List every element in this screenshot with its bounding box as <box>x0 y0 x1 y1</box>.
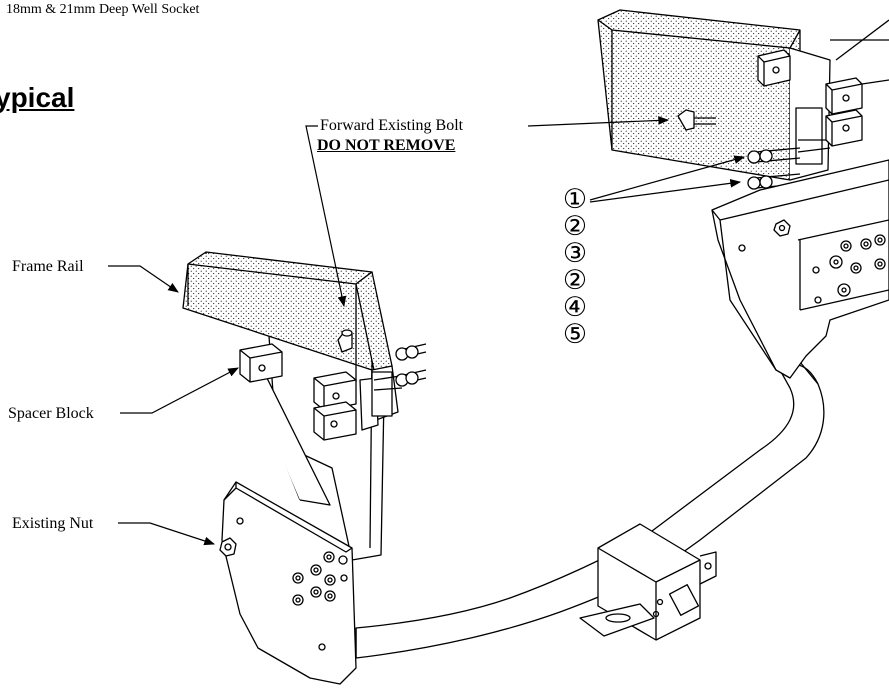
callout-4: ④ <box>562 292 588 323</box>
hitch-cross-tube <box>355 361 825 659</box>
label-forward-existing-bolt: Forward Existing Bolt <box>320 117 464 134</box>
callout-list: ① ② ③ ② ④ ⑤ <box>557 186 593 348</box>
callout-5: ⑤ <box>562 319 588 350</box>
callout-2: ② <box>562 211 588 242</box>
leader-callout-1-top <box>589 155 746 201</box>
callout-3: ③ <box>562 238 588 269</box>
callout-1: ① <box>562 184 588 215</box>
existing-nut <box>219 537 237 557</box>
callout-2-repeat: ② <box>562 265 588 296</box>
left-spacer-block-1 <box>239 343 283 383</box>
leader-existing-nut <box>118 522 216 546</box>
right-forward-bolt <box>677 109 695 131</box>
leader-forward-bolt-right <box>527 116 670 127</box>
leader-lines <box>108 116 746 546</box>
tools-required-text: 18mm & 21mm Deep Well Socket <box>6 2 200 17</box>
left-mount-plate <box>221 481 357 685</box>
leader-forward-bolt-left <box>305 125 347 308</box>
left-plate-hardware <box>292 551 348 606</box>
left-rail-bolts <box>395 343 427 387</box>
right-spacer-block-3 <box>825 109 863 147</box>
receiver-opening <box>668 584 700 616</box>
safety-chain-plate <box>579 603 655 637</box>
view-title: ypical <box>0 82 75 113</box>
label-spacer-block: Spacer Block <box>8 405 94 422</box>
label-frame-rail: Frame Rail <box>12 258 84 275</box>
leader-frame-rail <box>108 265 179 293</box>
leader-callout-1-bottom <box>589 179 742 203</box>
right-plate-hardware <box>773 219 886 304</box>
label-do-not-remove: DO NOT REMOVE <box>317 137 456 154</box>
label-existing-nut: Existing Nut <box>12 515 94 532</box>
leader-spacer-block <box>120 367 239 414</box>
right-rail-bolts <box>747 147 801 190</box>
